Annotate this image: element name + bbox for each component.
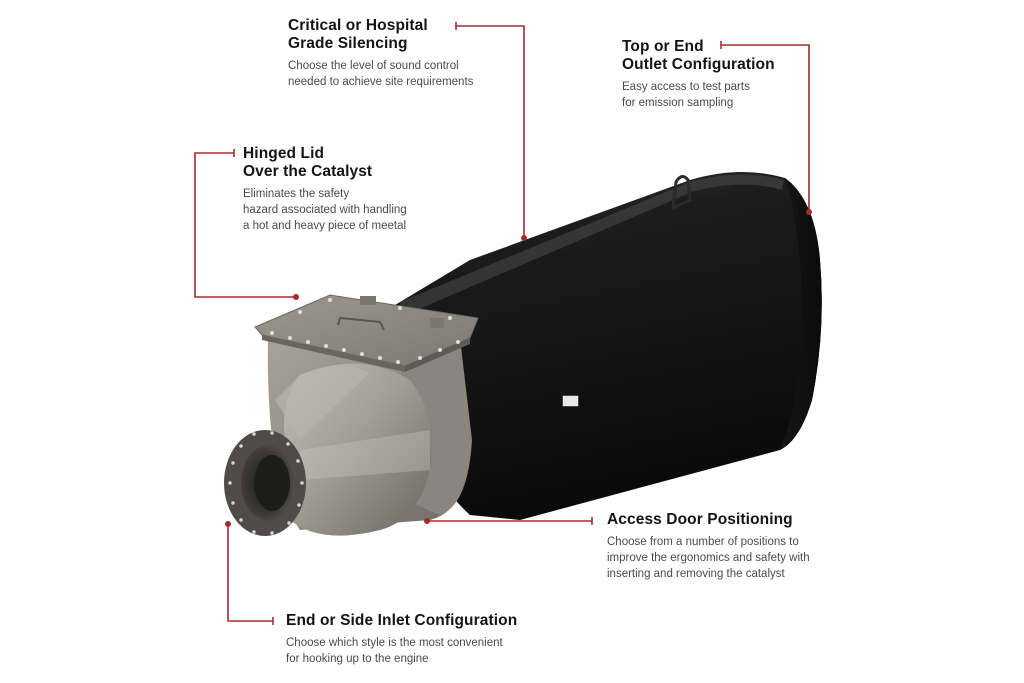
callout-title: Top or End Outlet Configuration	[622, 38, 775, 74]
desc-line: Eliminates the safety	[243, 188, 350, 200]
leader-lines	[194, 22, 810, 625]
callout-title: Critical or Hospital Grade Silencing	[288, 17, 473, 53]
callout-title: End or Side Inlet Configuration	[286, 612, 517, 630]
callout-outlet: Top or End Outlet Configuration Easy acc…	[622, 38, 775, 111]
desc-line: for emission sampling	[622, 97, 734, 109]
desc-line: inserting and removing the catalyst	[607, 568, 785, 580]
callout-description: Choose the level of sound control needed…	[288, 58, 473, 90]
desc-line: Easy access to test parts	[622, 81, 750, 93]
desc-line: Choose from a number of positions to	[607, 536, 799, 548]
callout-silencing: Critical or Hospital Grade Silencing Cho…	[288, 17, 473, 90]
inlet-flange	[224, 430, 306, 536]
title-line: Access Door Positioning	[607, 511, 793, 528]
callout-title: Hinged Lid Over the Catalyst	[243, 145, 407, 181]
title-line: End or Side Inlet Configuration	[286, 612, 518, 629]
desc-line: improve the ergonomics and safety with	[607, 552, 810, 564]
desc-line: Choose the level of sound control	[288, 60, 459, 72]
inlet-cone	[275, 363, 433, 536]
leader-dots	[225, 209, 812, 527]
callout-description: Easy access to test parts for emission s…	[622, 79, 775, 111]
callout-hinged-lid: Hinged Lid Over the Catalyst Eliminates …	[243, 145, 407, 234]
desc-line: hazard associated with handling	[243, 204, 407, 216]
title-line: Hinged Lid	[243, 145, 325, 162]
leader-outlet	[721, 44, 810, 212]
desc-line: Choose which style is the most convenien…	[286, 637, 503, 649]
title-line: Top or End	[622, 38, 704, 55]
desc-line: a hot and heavy piece of meetal	[243, 220, 407, 232]
title-line: Grade Silencing	[288, 35, 408, 52]
title-line: Over the Catalyst	[243, 163, 373, 180]
desc-line: for hooking up to the engine	[286, 653, 429, 665]
callout-description: Eliminates the safety hazard associated …	[243, 186, 407, 234]
silencer-body	[395, 171, 822, 520]
leader-silencing	[456, 25, 525, 238]
callout-description: Choose which style is the most convenien…	[286, 635, 517, 667]
callout-access-door: Access Door Positioning Choose from a nu…	[607, 511, 810, 582]
desc-line: needed to achieve site requirements	[288, 76, 474, 88]
callout-description: Choose from a number of positions to imp…	[607, 534, 810, 582]
leader-hinged-lid	[194, 152, 296, 298]
leader-inlet	[227, 524, 273, 622]
title-line: Critical or Hospital	[288, 17, 428, 34]
callout-title: Access Door Positioning	[607, 511, 810, 529]
callout-inlet: End or Side Inlet Configuration Choose w…	[286, 612, 517, 667]
title-line: Outlet Configuration	[622, 56, 775, 73]
